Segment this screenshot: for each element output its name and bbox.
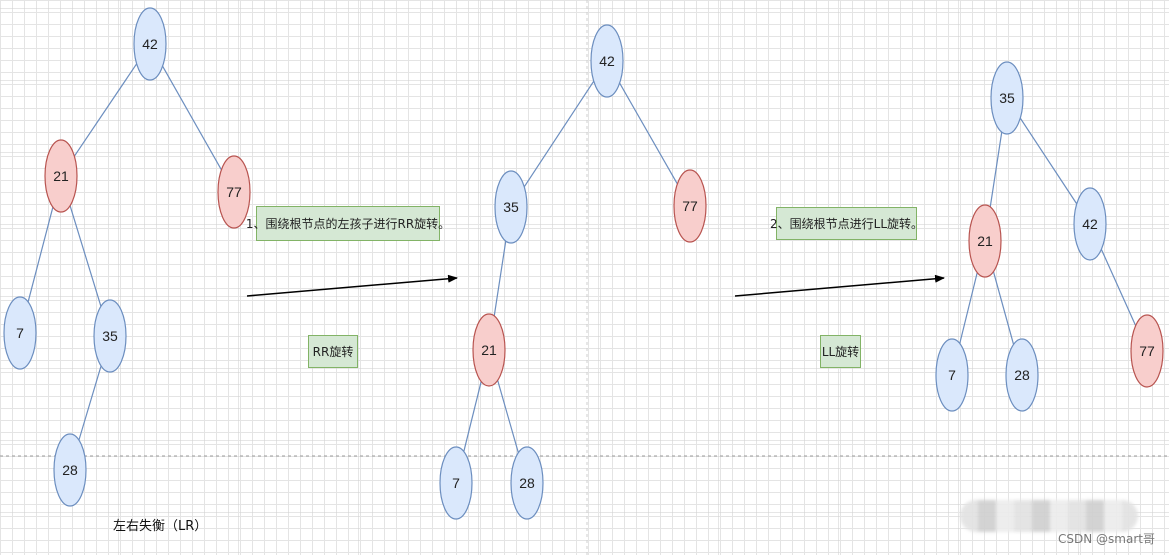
node-label: 42 (1082, 216, 1098, 232)
tree-node-after-ll-28: 28 (1005, 338, 1039, 412)
node-ellipse (53, 433, 87, 507)
node-label: 7 (16, 325, 24, 341)
tree-edge-original-21-7 (27, 206, 54, 303)
node-ellipse (1130, 314, 1164, 388)
tree-edge-original-21-35 (69, 205, 102, 307)
tree-edge-after-ll-35-42 (1019, 117, 1078, 205)
node-ellipse (44, 139, 78, 213)
tree-edge-after-rr-21-7 (463, 381, 482, 452)
tree-edge-after-rr-42-77 (619, 82, 678, 185)
node-label: 35 (503, 199, 519, 215)
tree-edge-original-35-28 (78, 365, 102, 441)
tree-node-after-ll-7: 7 (935, 338, 969, 412)
node-ellipse (3, 296, 37, 370)
node-label: 21 (977, 233, 993, 249)
tree-edge-after-rr-21-28 (497, 380, 519, 453)
node-ellipse (439, 446, 473, 520)
tree-node-original-28: 28 (53, 433, 87, 507)
tree-node-after-ll-21: 21 (968, 204, 1002, 278)
tree-edge-after-ll-35-21 (989, 131, 1003, 208)
ll-label-note: LL旋转 (820, 335, 861, 368)
node-ellipse (968, 204, 1002, 278)
node-label: 77 (226, 184, 242, 200)
node-ellipse (133, 7, 167, 81)
tree-node-after-rr-28: 28 (510, 446, 544, 520)
node-label: 42 (599, 53, 615, 69)
tree-node-original-7: 7 (3, 296, 37, 370)
step1-note-text: 1、围绕根节点的左孩子进行RR旋转。 (245, 217, 451, 231)
node-ellipse (510, 446, 544, 520)
node-label: 28 (519, 475, 535, 491)
node-label: 28 (1014, 367, 1030, 383)
rr-label-note: RR旋转 (308, 335, 358, 368)
node-ellipse (590, 24, 624, 98)
node-label: 42 (142, 36, 158, 52)
node-label: 7 (948, 367, 956, 383)
rr-transition-arrow (246, 274, 458, 297)
node-ellipse (1073, 187, 1107, 261)
tree-node-after-ll-42: 42 (1073, 187, 1107, 261)
tree-node-after-rr-21: 21 (472, 313, 506, 387)
tree-node-after-rr-77: 77 (673, 169, 707, 243)
ll-label-text: LL旋转 (821, 345, 860, 359)
csdn-watermark: CSDN @smart哥 (1058, 532, 1155, 546)
edges-layer (27, 63, 1137, 453)
tree-node-after-rr-42: 42 (590, 24, 624, 98)
blurred-watermark (960, 500, 1138, 532)
node-ellipse (673, 169, 707, 243)
tree-node-original-35: 35 (93, 299, 127, 373)
step2-note: 2、围绕根节点进行LL旋转。 (770, 207, 923, 240)
node-label: 35 (999, 90, 1015, 106)
node-label: 28 (62, 462, 78, 478)
step2-note-text: 2、围绕根节点进行LL旋转。 (770, 217, 924, 231)
tree-edge-after-ll-21-7 (959, 272, 978, 344)
rr-label-text: RR旋转 (312, 345, 354, 359)
tree-node-after-rr-7: 7 (439, 446, 473, 520)
node-ellipse (935, 338, 969, 412)
tree-edge-after-ll-21-28 (992, 271, 1015, 345)
ll-transition-arrow (734, 274, 945, 297)
node-label: 21 (53, 168, 69, 184)
tree-edge-original-42-21 (73, 63, 138, 157)
tree-edge-after-ll-42-77 (1100, 249, 1137, 326)
node-label: 21 (481, 342, 497, 358)
tree-node-after-ll-77: 77 (1130, 314, 1164, 388)
node-ellipse (93, 299, 127, 373)
tree-node-original-77: 77 (217, 155, 251, 229)
tree-edge-after-rr-42-35 (523, 80, 595, 188)
node-ellipse (217, 155, 251, 229)
node-label: 77 (1139, 343, 1155, 359)
node-label: 77 (682, 198, 698, 214)
tree-node-after-rr-35: 35 (494, 170, 528, 244)
step1-note: 1、围绕根节点的左孩子进行RR旋转。 (246, 206, 450, 241)
tree-node-original-21: 21 (44, 139, 78, 213)
node-ellipse (1005, 338, 1039, 412)
tree-node-after-ll-35: 35 (990, 61, 1024, 135)
node-ellipse (472, 313, 506, 387)
tree-edge-original-42-77 (162, 65, 222, 171)
node-label: 7 (452, 475, 460, 491)
node-ellipse (990, 61, 1024, 135)
node-label: 35 (102, 328, 118, 344)
lr-imbalance-caption: 左右失衡（LR） (113, 519, 208, 534)
tree-node-original-42: 42 (133, 7, 167, 81)
tree-edge-after-rr-35-21 (493, 240, 507, 317)
node-ellipse (494, 170, 528, 244)
